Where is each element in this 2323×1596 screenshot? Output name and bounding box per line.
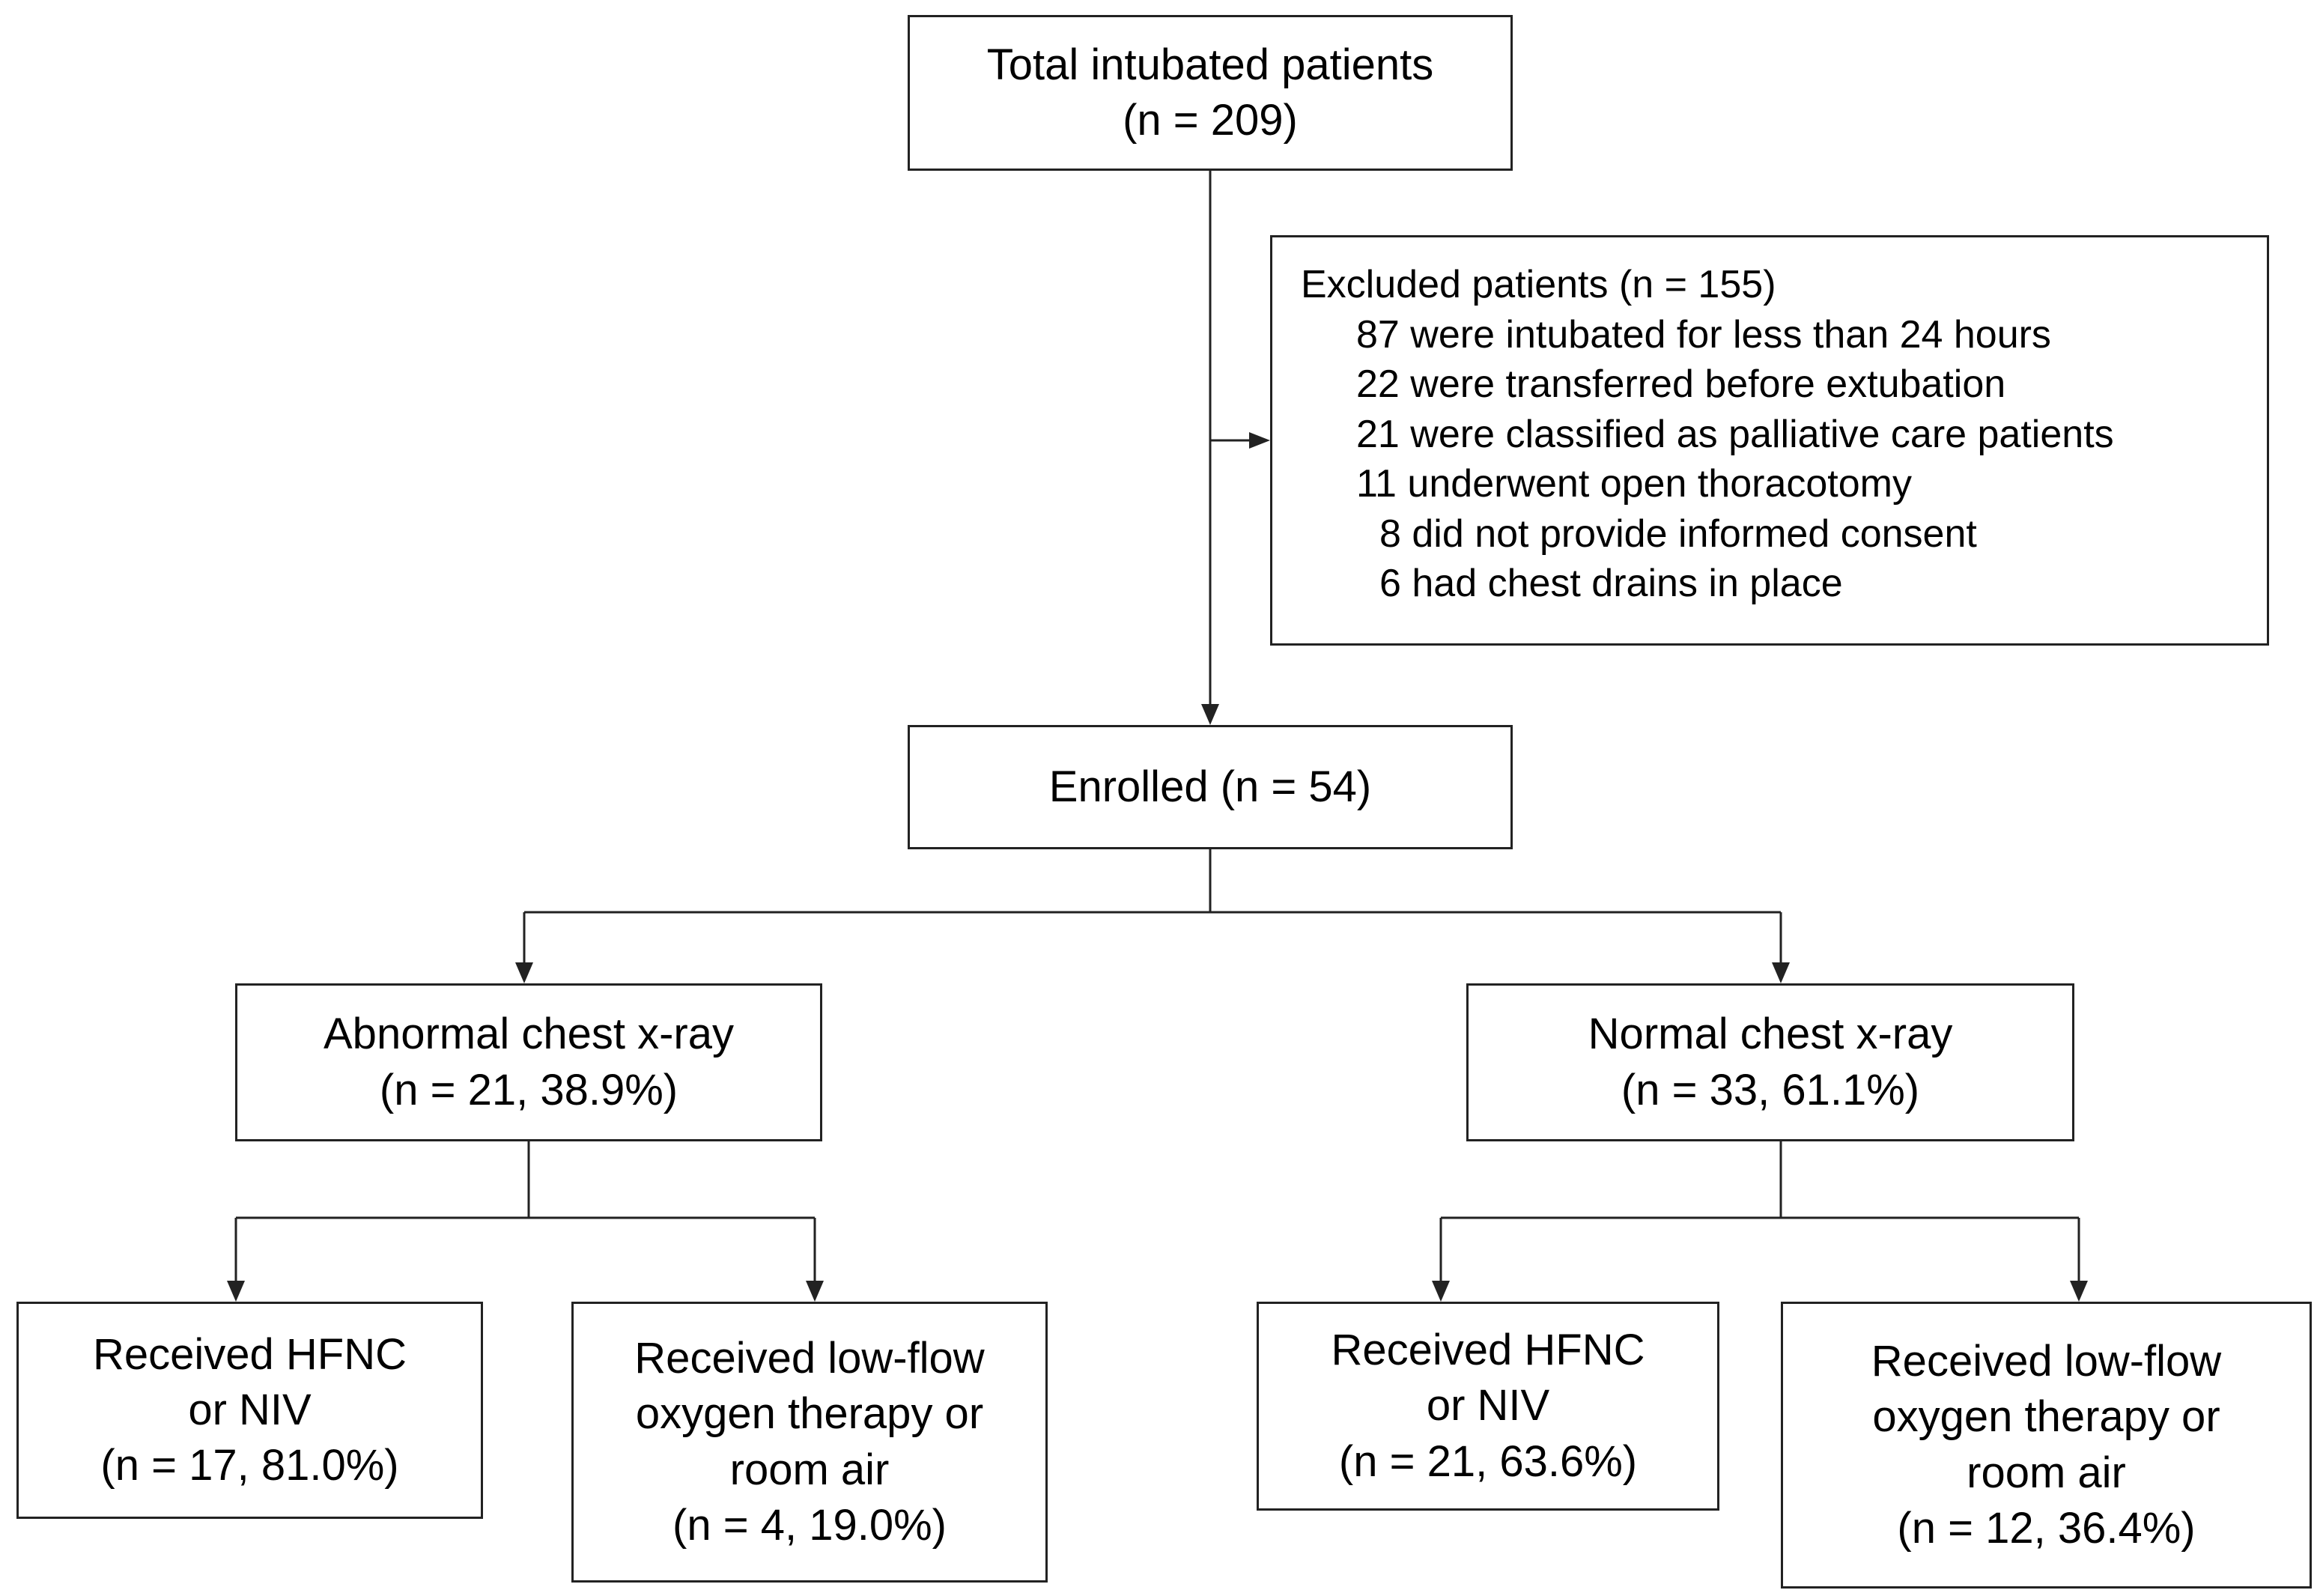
abnormal-lowflow-line2: oxygen therapy or xyxy=(635,1389,984,1439)
normal-lowflow-line2: oxygen therapy or xyxy=(1872,1392,2220,1442)
enrolled-box: Enrolled (n = 54) xyxy=(908,725,1513,849)
normal-hfnc-line1: Received HFNC xyxy=(1331,1326,1645,1375)
normal-count: (n = 33, 61.1%) xyxy=(1621,1065,1920,1114)
abnormal-lowflow-line1: Received low-flow xyxy=(634,1334,985,1383)
excluded-reason: 6 had chest drains in place xyxy=(1379,562,1843,606)
excluded-patients-box: Excluded patients (n = 155) 87 were intu… xyxy=(1270,235,2269,646)
abnormal-title: Abnormal chest x-ray xyxy=(324,1010,734,1059)
excluded-reason: 21 were classified as palliative care pa… xyxy=(1356,412,2114,456)
normal-lowflow-box: Received low-flow oxygen therapy or room… xyxy=(1781,1302,2312,1589)
normal-hfnc-count: (n = 21, 63.6%) xyxy=(1338,1436,1638,1486)
abnormal-hfnc-line1: Received HFNC xyxy=(93,1329,407,1379)
excluded-reason: 87 were intubated for less than 24 hours xyxy=(1356,312,2051,356)
abnormal-count: (n = 21, 38.9%) xyxy=(379,1065,678,1114)
abnormal-lowflow-line3: room air xyxy=(729,1445,890,1494)
abnormal-xray-box: Abnormal chest x-ray (n = 21, 38.9%) xyxy=(235,983,822,1141)
normal-lowflow-line3: room air xyxy=(1967,1448,2126,1497)
normal-lowflow-count: (n = 12, 36.4%) xyxy=(1897,1503,2196,1553)
excluded-reason: 8 did not provide informed consent xyxy=(1379,512,1977,556)
abnormal-hfnc-count: (n = 17, 81.0%) xyxy=(100,1441,399,1490)
total-title: Total intubated patients xyxy=(986,40,1434,89)
normal-lowflow-line1: Received low-flow xyxy=(1871,1337,2222,1386)
normal-hfnc-box: Received HFNC or NIV (n = 21, 63.6%) xyxy=(1257,1302,1719,1511)
normal-hfnc-line2: or NIV xyxy=(1426,1381,1550,1430)
normal-xray-box: Normal chest x-ray (n = 33, 61.1%) xyxy=(1466,983,2074,1141)
abnormal-hfnc-box: Received HFNC or NIV (n = 17, 81.0%) xyxy=(16,1302,483,1519)
total-patients-box: Total intubated patients (n = 209) xyxy=(908,15,1513,171)
enrolled-label: Enrolled (n = 54) xyxy=(1048,762,1372,811)
excluded-title: Excluded patients (n = 155) xyxy=(1301,263,1776,306)
total-count: (n = 209) xyxy=(1123,96,1298,145)
abnormal-lowflow-count: (n = 4, 19.0%) xyxy=(672,1500,947,1550)
abnormal-hfnc-line2: or NIV xyxy=(188,1385,312,1434)
abnormal-lowflow-box: Received low-flow oxygen therapy or room… xyxy=(571,1302,1048,1583)
excluded-reason: 11 underwent open thoracotomy xyxy=(1356,462,1912,506)
excluded-reason: 22 were transferred before extubation xyxy=(1356,362,2006,407)
normal-title: Normal chest x-ray xyxy=(1588,1010,1953,1059)
